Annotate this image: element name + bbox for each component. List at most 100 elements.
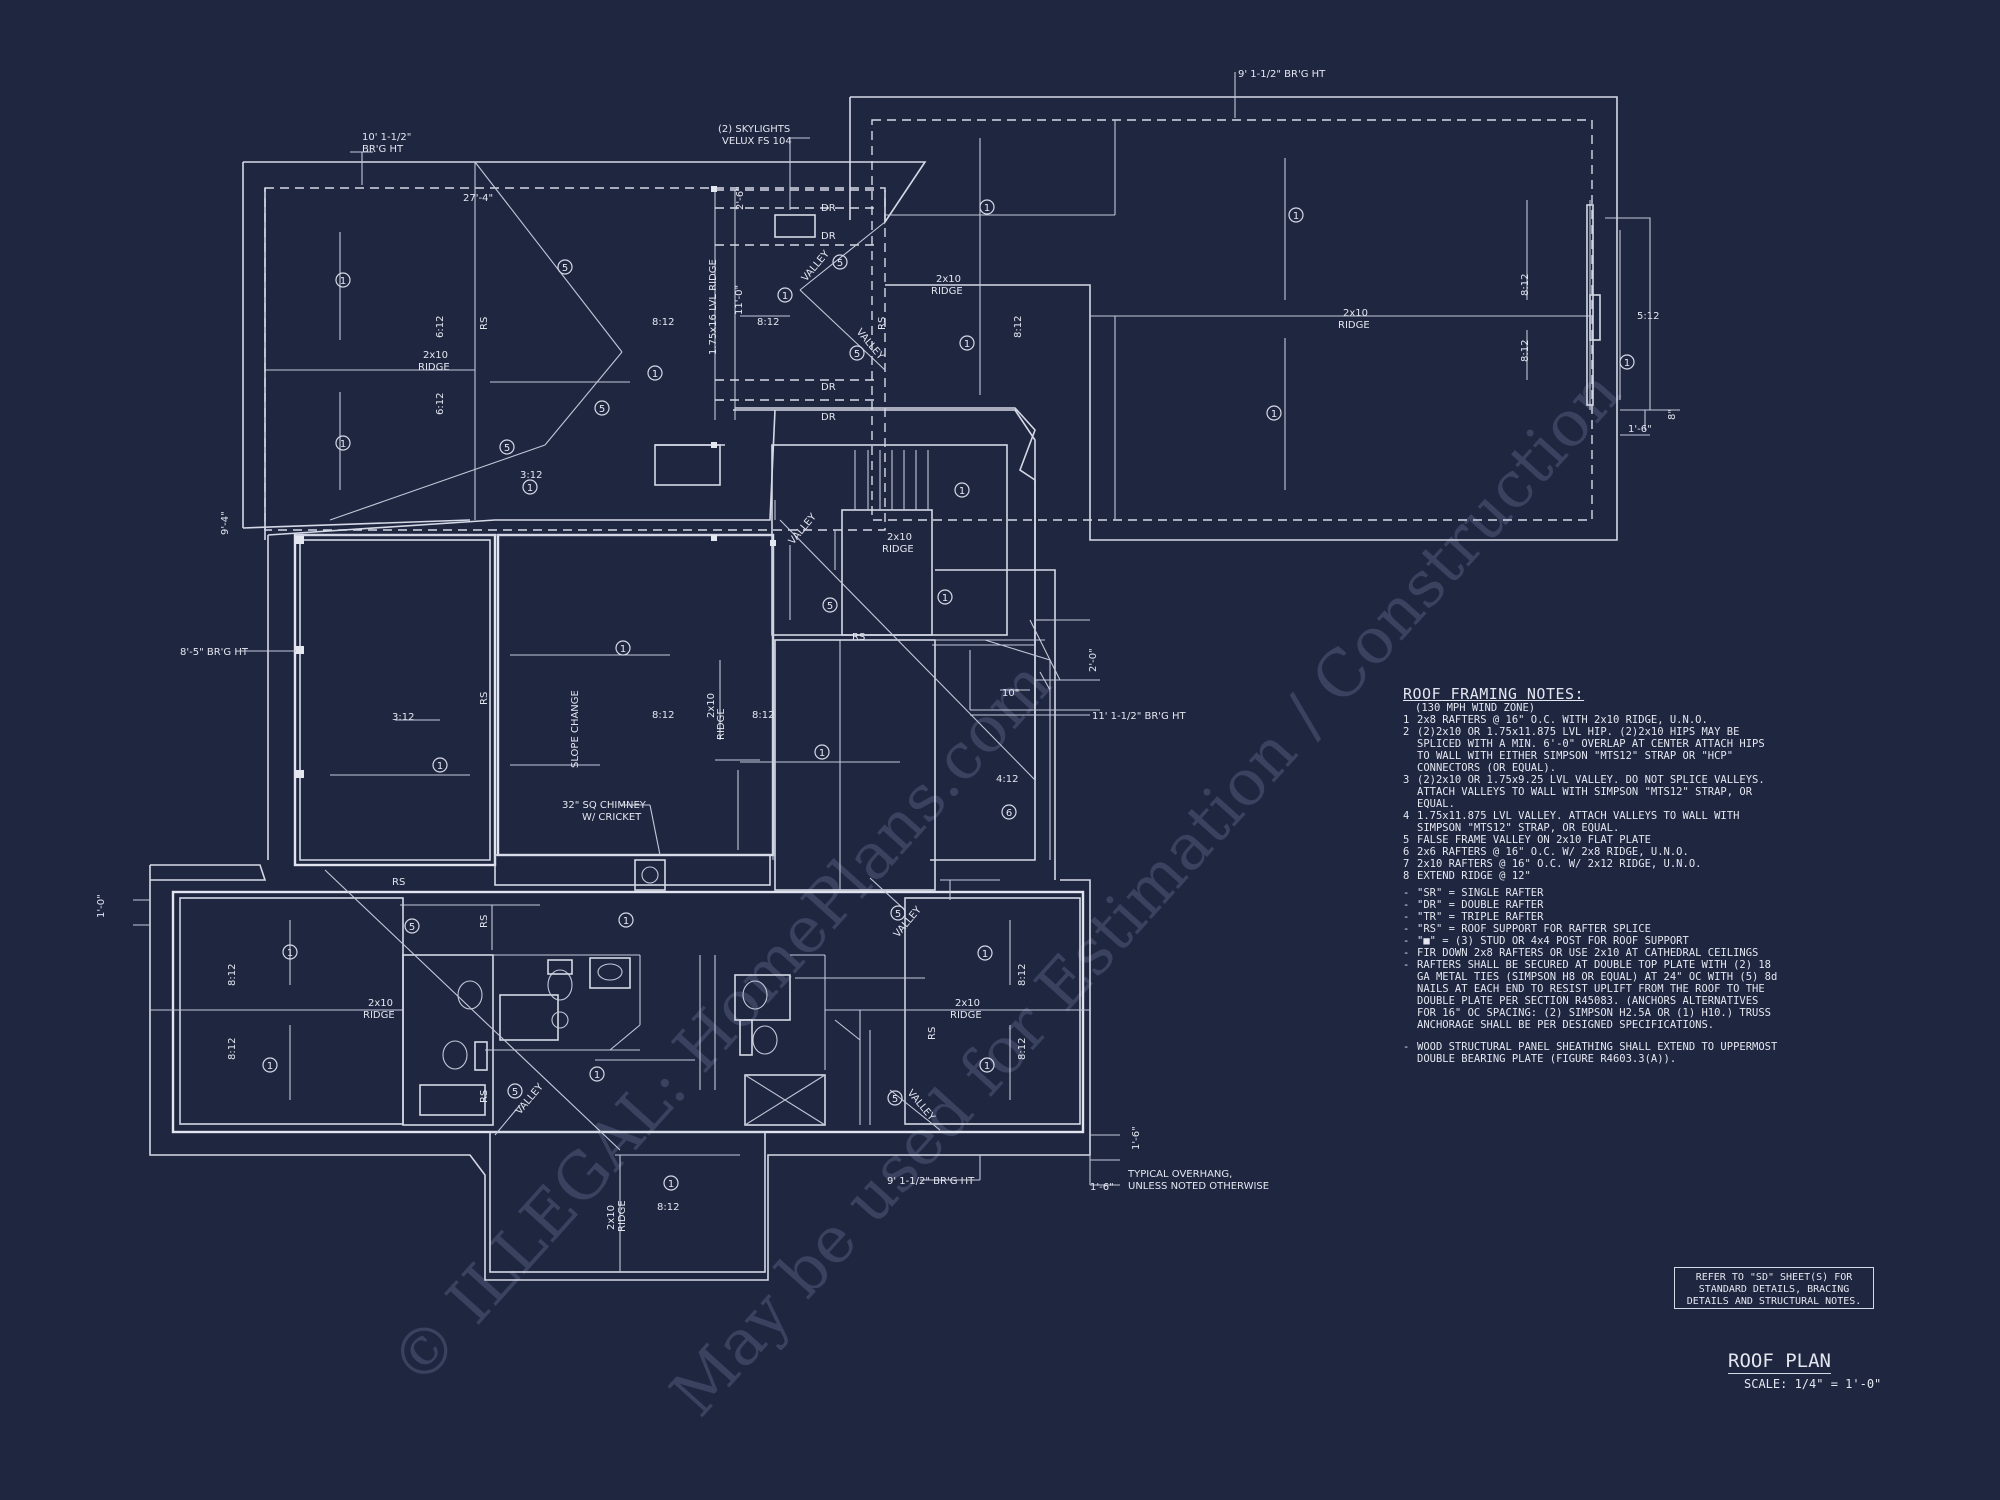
legend-item: -RAFTERS SHALL BE SECURED AT DOUBLE TOP … (1403, 959, 1778, 1031)
ridge-label-stair: RIDGE (882, 544, 914, 555)
ridge-2x10-stair: 2x10 (887, 532, 912, 543)
svg-text:1: 1 (964, 339, 970, 350)
pitch-812-7: 8:12 (1520, 274, 1531, 296)
note-item: 3(2)2x10 OR 1.75x9.25 LVL VALLEY. DO NOT… (1403, 774, 1765, 810)
svg-text:1: 1 (782, 291, 788, 302)
svg-text:5: 5 (854, 349, 860, 360)
svg-text:5: 5 (892, 1094, 898, 1105)
svg-text:5: 5 (409, 922, 415, 933)
note-item: 2(2)2x10 OR 1.75x11.875 LVL HIP. (2)2x10… (1403, 726, 1765, 774)
svg-text:5: 5 (827, 601, 833, 612)
rs-label-2: RS (479, 692, 490, 705)
slope-change-label: SLOPE CHANGE (570, 690, 581, 768)
sheet-title: ROOF PLAN (1728, 1350, 1831, 1374)
lower-roof (133, 864, 1120, 1281)
svg-text:1: 1 (437, 761, 443, 772)
pitch-812-2: 8:12 (757, 317, 779, 328)
refer-to-sd-box: REFER TO "SD" SHEET(S) FOR STANDARD DETA… (1674, 1267, 1874, 1309)
ridge-2x10-upper-left: 2x10 (423, 350, 448, 361)
ridge-label-mid: RIDGE (931, 286, 963, 297)
svg-text:1: 1 (340, 276, 346, 287)
pitch-812-3: 8:12 (652, 710, 674, 721)
roof-support-posts (296, 186, 776, 778)
pitch-812-9: 8:12 (227, 964, 238, 986)
svg-text:1: 1 (984, 203, 990, 214)
dim-1-6-vert: 1'-6" (1131, 1126, 1142, 1150)
rs-label-4: RS (852, 632, 865, 643)
pitch-812-6: 8:12 (1013, 316, 1024, 338)
dim-1-0-left: 1'-0" (96, 894, 107, 918)
ridge-label-center: RIDGE (716, 708, 727, 740)
dr-label-3: DR (821, 382, 836, 393)
valley-label-3: VALLEY (787, 511, 820, 547)
ridge-2x10-mid: 2x10 (936, 274, 961, 285)
legend-item: -FIR DOWN 2x8 RAFTERS OR USE 2x10 AT CAT… (1403, 947, 1759, 959)
upper-right-roof (849, 96, 1680, 541)
dr-label-4: DR (821, 412, 836, 423)
svg-text:1: 1 (287, 948, 293, 959)
dr-label-1: DR (821, 203, 836, 214)
svg-text:1: 1 (959, 486, 965, 497)
roof-framing-notes: ROOF FRAMING NOTES: (130 MPH WIND ZONE) … (1403, 685, 1783, 1066)
legend-item: -"RS" = ROOF SUPPORT FOR RAFTER SPLICE (1403, 923, 1651, 935)
valley-label-4: VALLEY (514, 1081, 547, 1117)
pitch-812-11: 8:12 (1017, 964, 1028, 986)
svg-text:6: 6 (1006, 808, 1012, 819)
svg-text:5: 5 (512, 1087, 518, 1098)
svg-text:5: 5 (895, 909, 901, 920)
svg-text:1: 1 (620, 644, 626, 655)
notes-title: ROOF FRAMING NOTES: (1403, 685, 1585, 703)
svg-text:1: 1 (623, 916, 629, 927)
svg-text:1: 1 (527, 483, 533, 494)
legend-item: -"DR" = DOUBLE RAFTER (1403, 899, 1544, 911)
mid-right-roof (935, 569, 1100, 880)
rs-label-5: RS (392, 877, 405, 888)
pitch-512: 5:12 (1637, 311, 1659, 322)
svg-text:1: 1 (819, 748, 825, 759)
ridge-2x10-lower-left: 2x10 (368, 998, 393, 1009)
rafter-tags: 1 1 5 5 5 1 1 1 5 5 1 1 1 1 1 1 1 5 1 1 … (262, 199, 1635, 1191)
rs-label-1: RS (479, 317, 490, 330)
brg-bottom: 9' 1-1/2" BR'G HT (887, 1176, 975, 1187)
svg-text:1: 1 (668, 1179, 674, 1190)
ridge-2x10-center: 2x10 (706, 693, 717, 718)
brg-left: 8'-5" BR'G HT (180, 647, 249, 658)
dim-2-0: 2'-0" (1088, 648, 1099, 672)
ridge-2x10-bottom: 2x10 (606, 1205, 617, 1230)
brg-mid-right: 11' 1-1/2" BR'G HT (1092, 711, 1187, 722)
dim-27-4: 27'-4" (463, 193, 493, 204)
overhang-note-2: UNLESS NOTED OTHERWISE (1128, 1181, 1269, 1192)
dim-1-6-right: 1'-6" (1628, 424, 1652, 435)
dim-10: 10" (1002, 688, 1019, 699)
pitch-812-1: 8:12 (652, 317, 674, 328)
ridge-label-bottom: RIDGE (617, 1200, 628, 1232)
sheet-scale: SCALE: 1/4" = 1'-0" (1744, 1377, 1882, 1391)
rs-label-6: RS (479, 915, 490, 928)
rs-label-3: RS (877, 317, 888, 330)
sheathing-note: -WOOD STRUCTURAL PANEL SHEATHING SHALL E… (1403, 1041, 1778, 1065)
ridge-2x10-upper-right: 2x10 (1343, 308, 1368, 319)
pitch-612-2: 6:12 (435, 393, 446, 415)
dim-1-6-bottom: 1'-6" (1090, 1182, 1114, 1193)
svg-text:1: 1 (1293, 211, 1299, 222)
pitch-812-5: 8:12 (657, 1202, 679, 1213)
ridge-label-lower-left: RIDGE (363, 1010, 395, 1021)
dim-9-4: 9'-4" (220, 511, 231, 535)
pitch-812-12: 8:12 (1017, 1038, 1028, 1060)
overhang-note-1: TYPICAL OVERHANG, (1127, 1169, 1232, 1180)
brg-top-left-2: BR'G HT (362, 144, 404, 155)
center-roof (267, 407, 1051, 891)
svg-text:5: 5 (504, 443, 510, 454)
dim-2-6: 2'-6" (735, 186, 746, 210)
svg-text:1: 1 (942, 593, 948, 604)
skylights-label-2: VELUX FS 104 (722, 136, 792, 147)
notes-wind-zone: (130 MPH WIND ZONE) (1415, 702, 1536, 714)
refer-line: STANDARD DETAILS, BRACING (1698, 1284, 1850, 1295)
